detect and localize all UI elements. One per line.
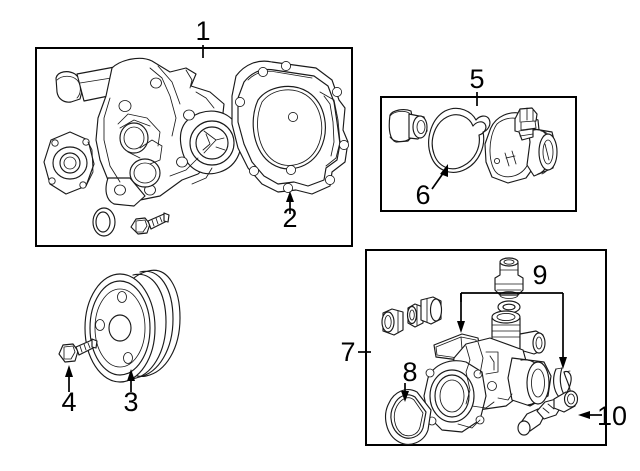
- callout-6-arrowhead: [440, 164, 448, 177]
- callout-6-leader: [431, 171, 445, 190]
- callout-3-arrowhead: [127, 369, 135, 381]
- water-pump-pulley: [84, 269, 181, 392]
- thermostat-bushing: [388, 109, 428, 143]
- water-pump-bolt: [130, 212, 170, 235]
- group-box-1-water-pump-assembly: [35, 47, 353, 247]
- thermostat-housing-with-connector: [484, 107, 558, 184]
- callout-3-label: 3: [123, 387, 138, 417]
- callout-6-label: 6: [415, 180, 430, 210]
- callout-7-label: 7: [340, 337, 355, 367]
- outlet-bushing: [381, 308, 404, 336]
- coolant-temperature-sensor: [517, 390, 602, 436]
- outlet-pipe-connector: [494, 257, 524, 299]
- callout-5-label: 5: [469, 64, 484, 94]
- callout-4-label: 4: [61, 387, 76, 417]
- outlet-plug: [406, 296, 443, 328]
- callout-10-arrowhead: [578, 411, 590, 419]
- callout-8-arrowhead: [401, 391, 409, 402]
- water-pump-housing: [43, 57, 249, 207]
- callout-1-label: 1: [195, 16, 210, 46]
- callout-9-right-arrowhead: [559, 357, 567, 369]
- callout-8-label: 8: [402, 357, 417, 387]
- callout-10-label: 10: [597, 401, 627, 431]
- water-pump-o-ring: [92, 207, 116, 237]
- water-pump-gasket: [231, 60, 350, 214]
- callout-9-leader-bracket: [457, 292, 567, 369]
- water-outlet-housing: [423, 310, 552, 433]
- outlet-o-ring: [497, 300, 521, 314]
- callout-9-label: 9: [532, 260, 547, 290]
- callout-2-arrowhead: [286, 191, 294, 202]
- group-box-5-thermostat-assembly: [380, 96, 577, 212]
- callout-2-label: 2: [282, 203, 297, 233]
- callout-9-left-arrowhead: [457, 321, 465, 333]
- pulley-bolt: [58, 338, 98, 392]
- callout-4-arrowhead: [65, 365, 73, 377]
- group-box-7-water-outlet-assembly: [365, 249, 607, 446]
- thermostat-seal: [428, 107, 491, 190]
- water-outlet-gasket: [385, 383, 432, 445]
